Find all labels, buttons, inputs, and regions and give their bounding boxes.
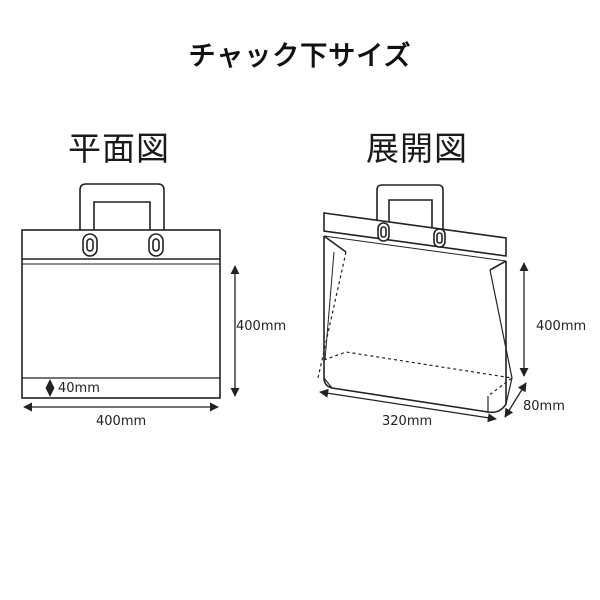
plan-view-bag — [21, 183, 221, 399]
plan-width-label: 400mm — [96, 414, 146, 429]
expanded-width-label: 320mm — [382, 414, 432, 429]
expanded-depth-arrow — [504, 382, 527, 418]
expanded-depth-label: 80mm — [523, 399, 565, 414]
plan-bag-body — [21, 229, 221, 399]
plan-grommet-left — [82, 233, 98, 257]
expanded-grommet-right — [433, 228, 446, 248]
expanded-width-arrow — [319, 388, 497, 423]
page-title: チャック下サイズ — [188, 41, 412, 72]
expanded-view-label: 展開図 — [366, 129, 468, 168]
expanded-grommet-left — [377, 222, 390, 242]
expanded-view-bag — [317, 184, 514, 414]
expanded-body-outline — [323, 236, 507, 414]
plan-bottom-label: 40mm — [58, 381, 100, 396]
expanded-height-label: 400mm — [536, 319, 586, 334]
expanded-zipper-band — [323, 212, 507, 257]
plan-grommet-right — [148, 233, 164, 257]
plan-view-label: 平面図 — [68, 129, 170, 168]
plan-height-label: 400mm — [236, 319, 286, 334]
